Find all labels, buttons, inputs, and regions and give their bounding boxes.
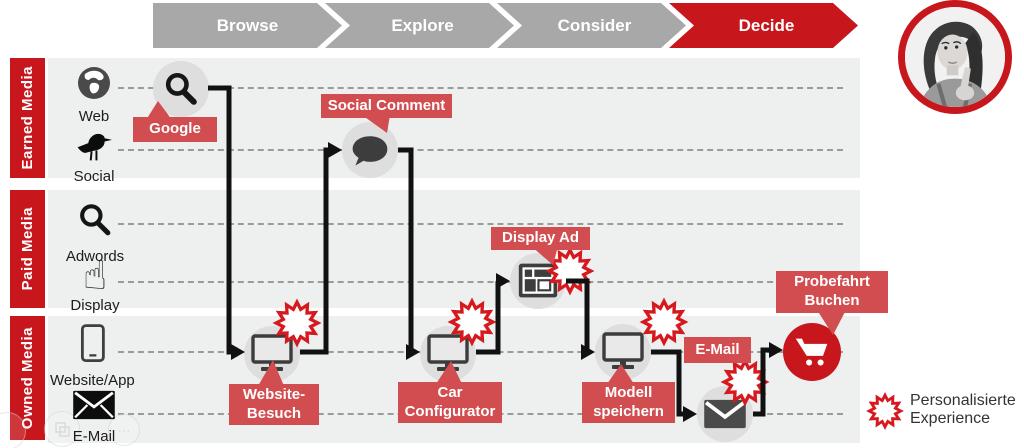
label-line1: Car	[437, 383, 463, 401]
stage-consider: Consider	[497, 3, 686, 48]
personalized-star-icon	[447, 297, 497, 347]
legend-star-icon	[866, 392, 904, 430]
stage-browse: Browse	[153, 3, 342, 48]
personalized-star-icon	[639, 297, 689, 347]
envelope-icon	[704, 399, 746, 429]
tablet-icon	[80, 324, 105, 363]
label-car-configurator: Car Configurator	[398, 382, 502, 423]
channel-display: ☝ Display	[62, 256, 128, 314]
watermark-ellipsis-text: ···	[117, 422, 131, 438]
ad-layout-icon	[518, 263, 558, 298]
lane-band-paid	[48, 190, 860, 308]
label-line2: Configurator	[404, 402, 496, 420]
channel-adwords: Adwords	[62, 198, 128, 265]
touchpoint-probefahrt-cart	[783, 323, 841, 381]
channel-email-label: E-Mail	[72, 428, 116, 445]
hand-cursor-icon: ☝	[82, 253, 108, 299]
dash-row-social	[118, 149, 843, 151]
dash-row-web	[118, 87, 843, 89]
touchpoint-email-node	[697, 386, 753, 442]
envelope-icon	[73, 390, 115, 420]
watermark-more-icon: ···	[108, 414, 140, 446]
dash-row-adwords	[118, 223, 843, 225]
label-probefahrt-buchen: Probefahrt Buchen	[776, 271, 888, 313]
legend-line1: Personalisierte	[910, 392, 1016, 409]
lane-label-text: Owned Media	[19, 326, 36, 430]
label-google-text: Google	[149, 120, 201, 138]
channel-display-label: Display	[70, 297, 120, 314]
touchpoint-google	[153, 61, 209, 117]
dash-row-display	[118, 281, 843, 283]
label-google: Google	[133, 117, 217, 142]
label-social-comment: Social Comment	[321, 94, 452, 118]
channel-websiteapp-label: Website/App	[50, 372, 135, 389]
globe-icon	[78, 67, 110, 99]
persona-avatar	[898, 0, 1012, 114]
lane-label-text: Earned Media	[19, 66, 36, 170]
stage-explore: Explore	[325, 3, 514, 48]
cart-icon	[795, 338, 828, 366]
channel-websiteapp: Website/App	[50, 322, 135, 389]
search-icon	[165, 72, 197, 105]
speech-bubble-icon	[352, 136, 388, 166]
label-modell-speichern: Modell speichern	[582, 382, 675, 423]
label-line1: Modell	[604, 383, 653, 401]
channel-social: Social	[62, 126, 126, 185]
touchpoint-modell-speichern	[595, 324, 651, 380]
personalized-star-icon	[272, 298, 322, 348]
personalized-star-icon	[720, 357, 770, 407]
label-line1: Probefahrt	[794, 273, 870, 291]
lane-label-text: Paid Media	[19, 207, 36, 291]
channel-social-label: Social	[73, 168, 115, 185]
watermark-circle-icon	[0, 412, 26, 448]
channel-adwords-label: Adwords	[65, 248, 125, 265]
label-email-text: E-Mail	[695, 340, 740, 358]
label-line2: Buchen	[804, 292, 860, 309]
persona-photo	[905, 7, 1005, 107]
label-email: E-Mail	[684, 337, 751, 363]
channel-email: E-Mail	[62, 388, 126, 445]
personalized-star-icon	[545, 246, 595, 296]
magnifier-icon	[80, 204, 111, 236]
label-line2: speichern	[593, 402, 664, 420]
label-line1: Website-	[242, 385, 306, 403]
lane-label-paid-media: Paid Media	[10, 190, 45, 308]
legend-line2: Experience	[910, 410, 991, 428]
label-website-besuch: Website- Besuch	[229, 384, 319, 425]
channel-web-label: Web	[78, 108, 110, 125]
channel-web: Web	[62, 66, 126, 125]
label-display-ad-text: Display Ad	[502, 229, 579, 247]
label-line2: Besuch	[246, 404, 302, 422]
touchpoint-social-comment	[342, 122, 398, 178]
label-display-ad: Display Ad	[491, 227, 590, 250]
label-social-comment-text: Social Comment	[327, 96, 446, 114]
legend-label: Personalisierte Experience	[910, 392, 1016, 429]
stage-decide: Decide	[669, 3, 858, 48]
lane-label-earned-media: Earned Media	[10, 58, 45, 178]
bird-icon	[77, 133, 112, 161]
